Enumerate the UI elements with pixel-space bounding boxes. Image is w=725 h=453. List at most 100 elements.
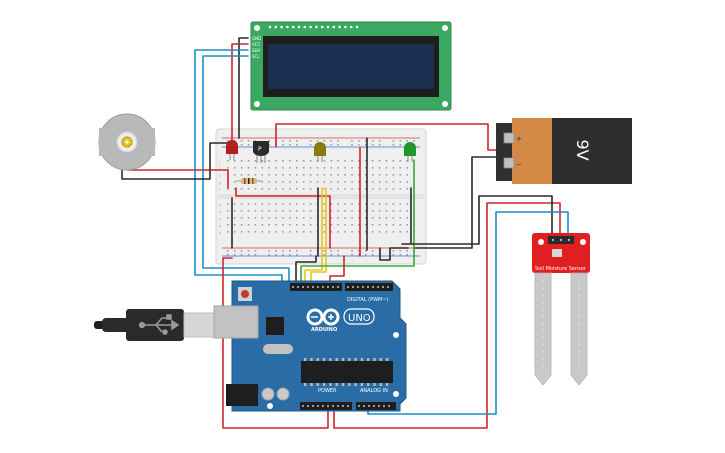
hole [227,217,229,219]
arduino-logo-text: ARDUINO [311,327,337,333]
hole [302,188,305,190]
wire-lcd-vcc [231,43,249,148]
hole [351,181,353,183]
hole [399,167,402,169]
hole [351,210,353,212]
hole [317,286,319,288]
hole [323,250,326,252]
hole [323,188,326,190]
hole [371,144,374,146]
mounting-hole [580,239,586,245]
hole [296,144,298,146]
hole [247,254,250,256]
hole [282,254,284,256]
hole [378,405,380,407]
hole [373,405,375,407]
row-label: i [219,167,220,171]
usb-cable [94,309,215,341]
hole [289,174,291,176]
hole [378,231,381,233]
battery-plus-terminal [503,132,515,144]
hole [344,174,346,176]
hole [335,358,338,361]
hole [406,140,408,142]
lcd-pin-hole [355,25,359,29]
hole [323,174,326,176]
hole [302,217,305,219]
hole [302,167,305,169]
hole [296,217,298,219]
row-label: a [219,231,221,235]
hole [289,144,291,146]
hole [302,224,305,226]
wire-bb-gnd-arduino [295,255,317,286]
wire-bb-red-1 [235,187,331,249]
hole [337,250,339,252]
hole [227,188,229,190]
hole [392,181,395,183]
hole [268,203,270,205]
wire-arduino-5v [222,257,329,429]
hole [358,217,360,219]
hole [344,167,346,169]
uno-badge [343,308,375,325]
hole [365,144,367,146]
hole [360,358,364,361]
hole [261,210,264,212]
arduino-usb-port [213,305,259,339]
lcd-pin-hole [291,25,295,29]
hole [392,224,395,226]
hole [289,224,291,226]
hole [354,383,357,386]
hole [282,250,284,252]
hole [247,188,250,190]
soil-moisture-sensor: Soil Moisture Sensor [532,233,590,386]
hole [399,160,402,162]
hole [316,358,319,361]
hole [399,250,402,252]
hole [254,167,257,169]
hole [282,144,284,146]
hole [365,217,367,219]
hole [227,203,229,205]
hole [254,174,257,176]
hole [399,231,402,233]
hole [382,286,384,288]
hole [344,203,346,205]
lcd-top-pins [268,25,359,29]
hole [368,405,370,407]
hole [337,231,339,233]
hole [378,167,381,169]
hole [406,188,408,190]
hole [413,140,415,142]
analog-header [356,402,396,410]
hole [323,224,326,226]
hole [385,210,388,212]
hole [275,181,277,183]
hole [371,188,374,190]
hole [296,210,298,212]
hole [247,160,250,162]
wire-bb-yellow-1 [304,187,323,286]
hole [337,167,339,169]
hole [309,188,312,190]
green-led [404,142,416,162]
lcd-pin-hole [268,25,272,29]
lcd-pin-sda: SDA [252,48,261,53]
lcd-pin-hole [332,25,336,29]
hole [385,188,388,190]
hole [247,167,250,169]
hole [344,217,346,219]
hole [387,286,389,288]
hole [399,174,402,176]
hole [296,174,298,176]
hole [261,167,264,169]
yellow-led [314,142,326,162]
hole [358,167,360,169]
wire-bb-black-5 [379,247,409,261]
hole [261,174,264,176]
hole [322,405,324,407]
hole [233,181,236,183]
hole [292,286,294,288]
hole [385,383,389,386]
